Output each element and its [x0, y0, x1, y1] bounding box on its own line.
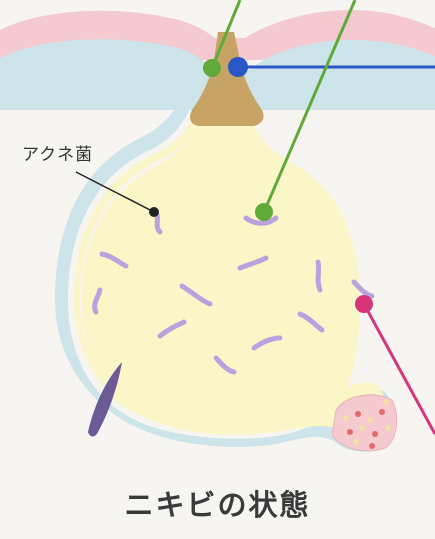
pointer-dot-magenta — [355, 295, 373, 313]
bacteria-label: アクネ菌 — [22, 140, 93, 165]
inflammatory-cells — [332, 395, 397, 451]
pointer-dot-green-2 — [255, 203, 273, 221]
pointer-dot-bacteria-label — [149, 207, 159, 217]
diagram-caption: ニキビの状態 — [0, 482, 435, 524]
pointer-dot-green-1 — [203, 59, 221, 77]
pointer-dot-blue — [228, 57, 248, 77]
bacterium — [318, 262, 320, 290]
